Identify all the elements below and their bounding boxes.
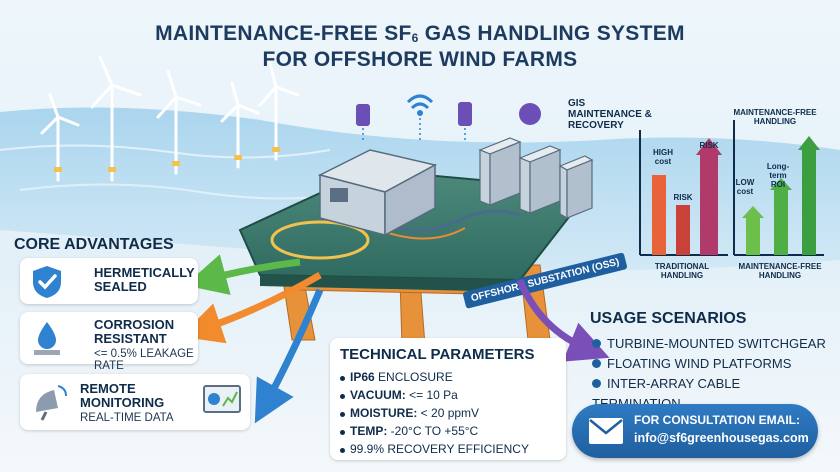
connectivity-icons [356,94,541,140]
usage-scenarios-list: TURBINE-MOUNTED SWITCHGEAR FLOATING WIND… [592,334,832,414]
arrow-blue [254,288,324,424]
satellite-dish-icon [36,385,67,421]
advantage-card-corrosion: CORROSION RESISTANT <= 0.5% LEAKAGE RATE [20,312,198,372]
consultation-email-label: FOR CONSULTATION EMAIL: [634,413,800,427]
water-drop-icon [34,322,60,355]
arrow-purple [516,278,610,362]
bar-high-cost [652,175,666,255]
consultation-email-address[interactable]: info@sf6greenhousegas.com [634,431,809,445]
core-advantages-heading: CORE ADVANTAGES [14,236,174,253]
offshore-platform [238,137,594,346]
envelope-icon [589,418,623,444]
usage-scenario-item: TURBINE-MOUNTED SWITCHGEAR [592,334,832,354]
arrow-orange [180,271,322,344]
usage-scenarios-heading: USAGE SCENARIOS [590,310,747,327]
label-risk-1: RISK [673,193,693,202]
bar-risk-1 [676,205,690,255]
label-risk-2: RISK [699,141,719,150]
bar-risk-2 [700,155,718,255]
parameter-item: IP66 ENCLOSURE [340,368,560,386]
label-low-cost: LOW cost [735,178,755,196]
parameter-item: 99.9% RECOVERY EFFICIENCY [340,440,560,458]
wind-turbines [40,55,300,182]
parameter-item: VACUUM: <= 10 Pa [340,386,560,404]
monitor-chart-icon [203,385,241,413]
arrow-green [184,254,301,295]
label-traditional-handling: TRADITIONAL HANDLING [654,262,710,280]
bar-maint-free [802,150,816,255]
comparison-chart [639,120,824,256]
bar-low-cost [746,218,760,255]
consultation-email-button[interactable]: FOR CONSULTATION EMAIL: info@sf6greenhou… [572,404,818,458]
advantage-subtitle: REAL-TIME DATA [80,412,174,424]
page-title-line1: MAINTENANCE-FREE SF6 GAS HANDLING SYSTEM [155,22,685,45]
parameter-list: IP66 ENCLOSURE VACUUM: <= 10 Pa MOISTURE… [340,368,560,458]
label-maintenance-free-handling: MAINTENANCE-FREE HANDLING [738,262,822,280]
advantage-subtitle: <= 0.5% LEAKAGE RATE [94,348,194,372]
shield-check-icon [33,266,61,298]
advantage-card-sealed: HERMETICALLY SEALED [20,258,198,304]
label-long-term-roi: Long-term ROI [766,162,790,189]
usage-scenario-item: FLOATING WIND PLATFORMS [592,354,832,374]
advantage-title: CORROSION RESISTANT [94,317,175,346]
label-high-cost: HIGH cost [653,148,673,166]
chart-title-maintenance-free: MAINTENANCE-FREE HANDLING [733,108,817,126]
advantage-card-monitoring: REMOTE MONITORING REAL-TIME DATA [20,374,250,430]
parameter-item: MOISTURE: < 20 ppmV [340,404,560,422]
bar-roi [774,190,788,255]
parameter-item: TEMP: -20°C TO +55°C [340,422,560,440]
technical-parameters-heading: TECHNICAL PARAMETERS [340,346,535,363]
gis-label: GIS MAINTENANCE & RECOVERY [568,98,652,131]
page-title-line2: FOR OFFSHORE WIND FARMS [262,48,578,71]
technical-parameters-card: TECHNICAL PARAMETERS IP66 ENCLOSURE VACU… [330,338,566,460]
advantage-title: HERMETICALLY SEALED [94,265,195,294]
advantage-title: REMOTE MONITORING [80,381,165,410]
